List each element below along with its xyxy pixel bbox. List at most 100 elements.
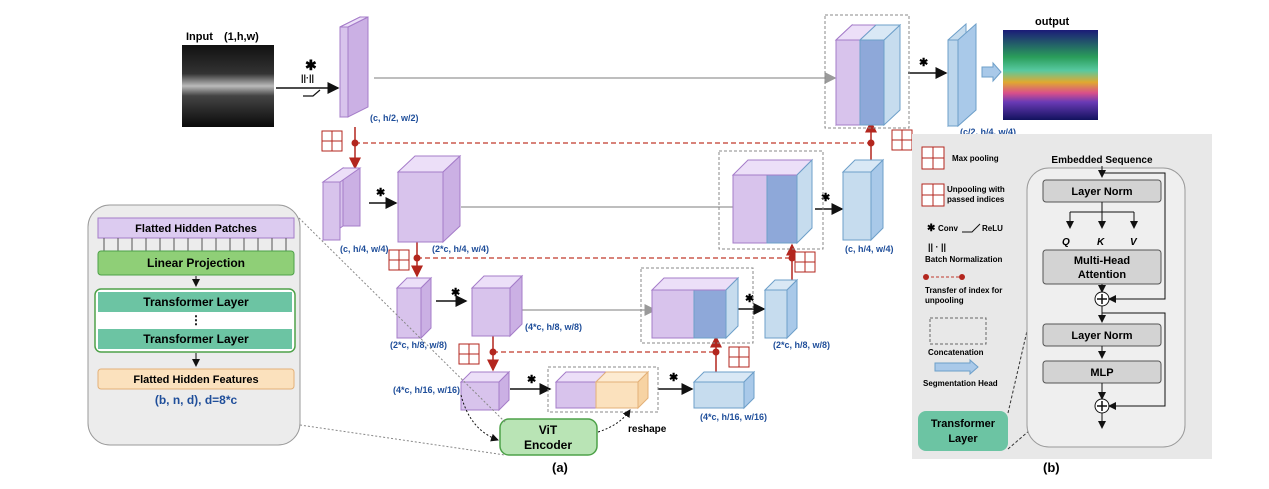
conv-star-icon: ✱: [305, 57, 317, 73]
vit-line2: Encoder: [524, 438, 572, 452]
linear-projection-box: [97, 250, 295, 276]
unpool-icon: [891, 129, 913, 151]
legend-transfer-1: Transfer of index for: [925, 286, 1002, 295]
concat-box-1: [824, 14, 910, 129]
mha-label-1: Multi-Head: [1074, 255, 1130, 267]
decoder-block-2: [841, 158, 885, 242]
input-label: Input: [186, 31, 213, 43]
bn-symbol-icon: ||·||: [301, 73, 314, 83]
transformer-layer-tag-1: Transformer: [931, 418, 996, 430]
dim-d3: (2*c, h/8, w/8): [773, 340, 830, 350]
relu-icon: [303, 89, 321, 97]
legend-relu-icon: [962, 223, 981, 233]
legend-concat: Concatenation: [928, 348, 984, 357]
decoder-block-1: [947, 22, 977, 128]
encoder-block-4: [459, 370, 511, 412]
transformer-layer-tag-2: Layer: [948, 433, 978, 445]
dim-e2b: (2*c, h/4, w/4): [432, 244, 489, 254]
conv-star-icon: ✱: [527, 374, 536, 386]
dim-e1: (c, h/2, w/2): [370, 113, 419, 123]
add-icon: [1094, 291, 1110, 307]
zoom-line-bottom: [299, 424, 506, 456]
input-shape: (1,h,w): [224, 31, 259, 43]
transformer-layer-2-label: Transformer Layer: [143, 332, 249, 346]
layer-norm-1-label: Layer Norm: [1071, 186, 1132, 198]
concat-box-2: [718, 150, 824, 250]
dim-d1: (c/2, h/4, w/4): [960, 127, 1016, 137]
segmentation-head-arrow: [981, 61, 1002, 83]
decoder-concat-1: [834, 23, 902, 127]
flatted-features-label: Flatted Hidden Features: [133, 374, 258, 386]
conv-star-icon: ✱: [669, 372, 678, 384]
flatted-patches-box: [97, 217, 295, 239]
zoom-line-top: [298, 217, 506, 423]
dim-e3b: (4*c, h/8, w/8): [525, 322, 582, 332]
conv-star-icon: ✱: [821, 192, 830, 204]
output-segmentation-image: [1003, 30, 1098, 120]
transformer-layer-1: [98, 292, 292, 312]
layer-norm-2-label: Layer Norm: [1071, 330, 1132, 342]
decoder-block-4: [692, 370, 756, 410]
residual-2: [1102, 312, 1166, 410]
legend-unpool-icon: [921, 183, 945, 207]
v-label: V: [1130, 237, 1138, 248]
k-label: K: [1097, 237, 1105, 248]
encoder-block-1: [339, 16, 369, 118]
transformer-layer-1-label: Transformer Layer: [143, 295, 249, 309]
embedded-sequence-label: Embedded Sequence: [1051, 155, 1153, 166]
transformer-layer-2: [98, 329, 292, 349]
max-pool-icon: [321, 130, 343, 152]
reshape-orange-block: [594, 370, 650, 410]
encoder-block-2b: [396, 154, 462, 244]
input-oct-image: [182, 45, 274, 127]
legend-relu: ReLU: [982, 224, 1003, 233]
add-icon: [1094, 398, 1110, 414]
legend-unpool-1: Unpooling with: [947, 185, 1005, 194]
linear-projection-label: Linear Projection: [147, 256, 245, 270]
transformer-layer-tag: [918, 411, 1008, 451]
features-shape: (b, n, d), d=8*c: [155, 393, 238, 407]
conv-star-icon: ✱: [745, 293, 754, 305]
dim-d2: (c, h/4, w/4): [845, 244, 894, 254]
caption-b: (b): [1043, 460, 1060, 475]
legend-unpool-2: passed indices: [947, 195, 1005, 204]
legend-concat-icon: [929, 317, 987, 345]
unpool-icon: [728, 346, 750, 368]
conv-star-icon: ✱: [451, 287, 460, 299]
flatted-patches-label: Flatted Hidden Patches: [135, 223, 257, 235]
legend-transfer-2: unpooling: [925, 296, 964, 305]
concat-box-3: [640, 267, 754, 344]
stack-dots: ⋮: [190, 313, 202, 327]
patch-ticks: [103, 238, 287, 251]
encoder-block-3b: [470, 274, 524, 338]
vit-input-arrow: [460, 394, 499, 442]
decoder-concat-2: [731, 158, 814, 245]
max-pool-icon: [458, 343, 480, 365]
max-pool-icon: [388, 249, 410, 271]
output-label: output: [1035, 16, 1070, 28]
flatted-features-box: [97, 368, 295, 390]
vit-output-arrow: [597, 409, 631, 433]
encoder-block-3a: [395, 276, 433, 340]
dim-e2a: (c, h/4, w/4): [340, 244, 389, 254]
decoder-concat-3: [650, 276, 740, 340]
mlp-label: MLP: [1090, 367, 1113, 379]
mha-label-2: Attention: [1078, 269, 1127, 281]
unpool-icon: [794, 251, 816, 273]
legend-bn: Batch Normalization: [925, 255, 1002, 264]
legend-maxpool: Max pooling: [952, 154, 999, 163]
vit-encoder-box: [499, 418, 598, 456]
legend-seghead: Segmentation Head: [923, 379, 998, 388]
encoder-block-2a: [321, 167, 362, 241]
conv-star-icon: ✱: [376, 187, 385, 199]
dim-e4: (4*c, h/16, w/16): [393, 385, 460, 395]
conv-star-icon: ✱: [919, 57, 928, 69]
dim-e3a: (2*c, h/8, w/8): [390, 340, 447, 350]
legend-conv: Conv: [938, 224, 959, 233]
reshape-concat-box: [547, 366, 659, 413]
dim-d4: (4*c, h/16, w/16): [700, 412, 767, 422]
vit-line1: ViT: [539, 423, 558, 437]
legend-seghead-icon: [934, 358, 979, 376]
reshape-label: reshape: [628, 424, 667, 435]
